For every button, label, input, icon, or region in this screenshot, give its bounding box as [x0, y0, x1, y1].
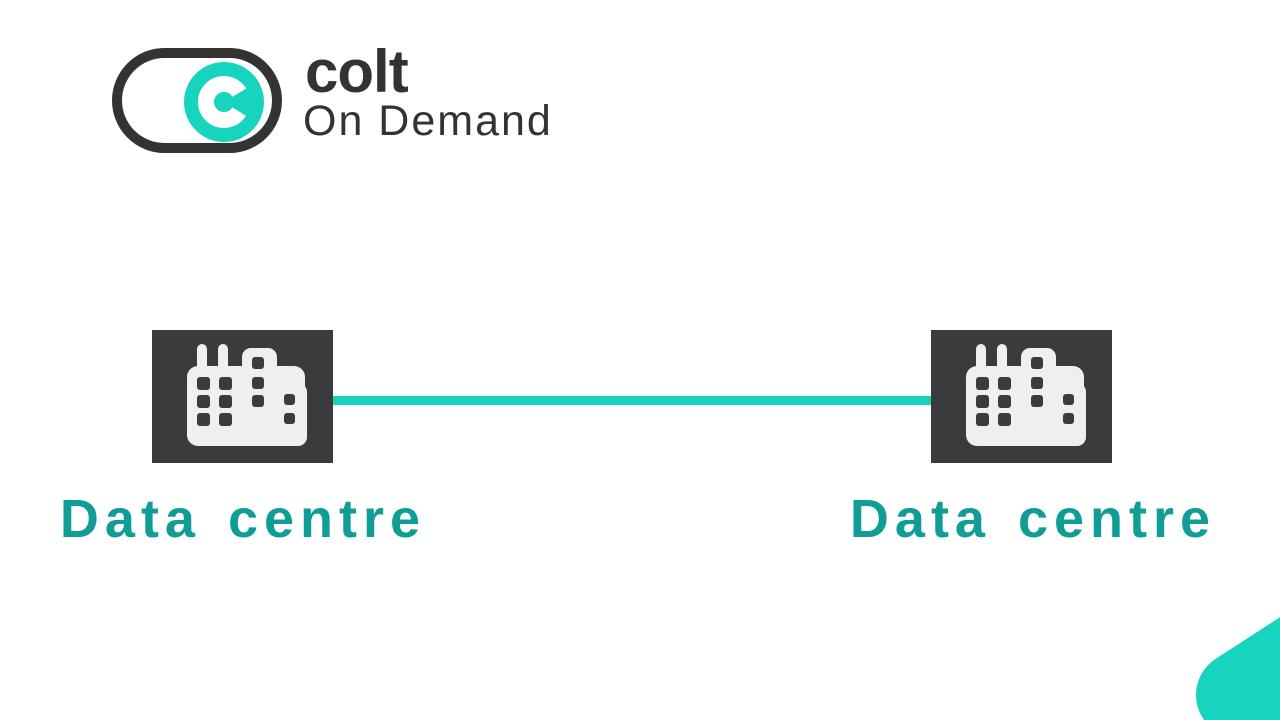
datacentre-label-right: Data centre — [849, 489, 1217, 549]
datacentre-node-left — [152, 330, 333, 463]
datacentre-node-right — [931, 330, 1112, 463]
logo-pill-outline — [112, 48, 282, 153]
logo-brand-text: colt — [305, 38, 409, 105]
connection-line — [333, 396, 931, 405]
building-icon — [152, 330, 333, 463]
datacentre-label-left: Data centre — [59, 489, 427, 549]
logo-product-text: On Demand — [303, 97, 553, 145]
colt-c-icon — [184, 62, 264, 142]
building-icon — [931, 330, 1112, 463]
